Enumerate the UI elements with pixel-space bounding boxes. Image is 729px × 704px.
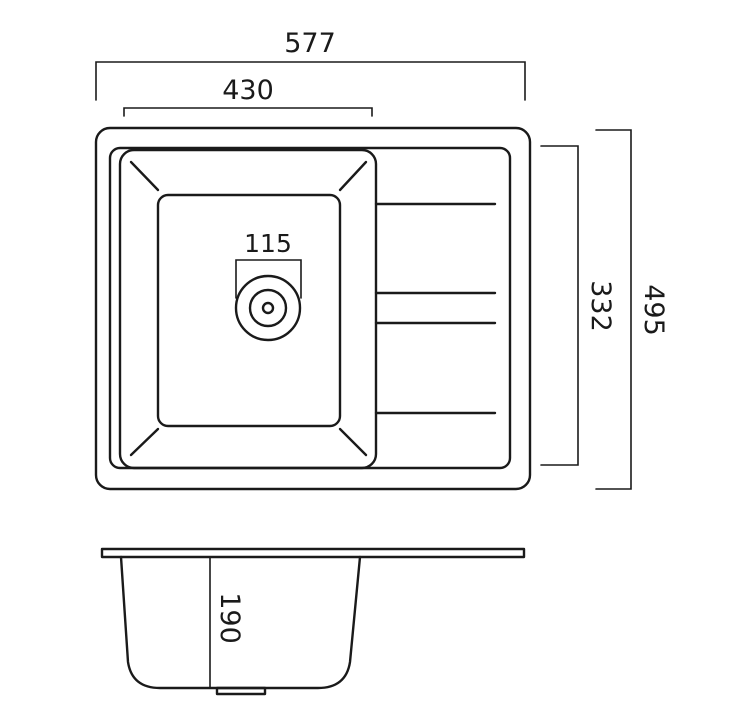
side-rim — [100, 547, 526, 559]
bevel-top-right — [338, 160, 368, 192]
bevel-top-left — [129, 160, 160, 192]
drain-middle — [248, 288, 288, 328]
side-drain-stub — [215, 686, 267, 696]
dimension-bowl-width: 430 — [123, 75, 373, 117]
bevel-bottom-right — [338, 427, 368, 457]
bowl-bottom — [156, 193, 342, 428]
side-view: 190 — [100, 547, 526, 696]
drain-center — [261, 301, 275, 315]
drain-dimension-bracket — [235, 259, 302, 299]
top-view: 115 — [94, 126, 532, 491]
drain-diameter-label: 115 — [244, 229, 292, 258]
svg-text:577: 577 — [284, 28, 336, 59]
dimension-bowl-length: 332 — [540, 145, 616, 466]
bowl-outer — [118, 148, 378, 470]
dimension-overall-length: 495 — [595, 129, 669, 490]
svg-text:495: 495 — [638, 284, 669, 336]
depth-label: 190 — [214, 592, 245, 644]
svg-text:332: 332 — [585, 280, 616, 332]
outer-rim — [94, 126, 532, 491]
drain-outer — [234, 274, 302, 342]
bevel-bottom-left — [129, 427, 160, 457]
svg-text:430: 430 — [222, 75, 274, 106]
dimension-overall-width: 577 — [95, 28, 526, 101]
